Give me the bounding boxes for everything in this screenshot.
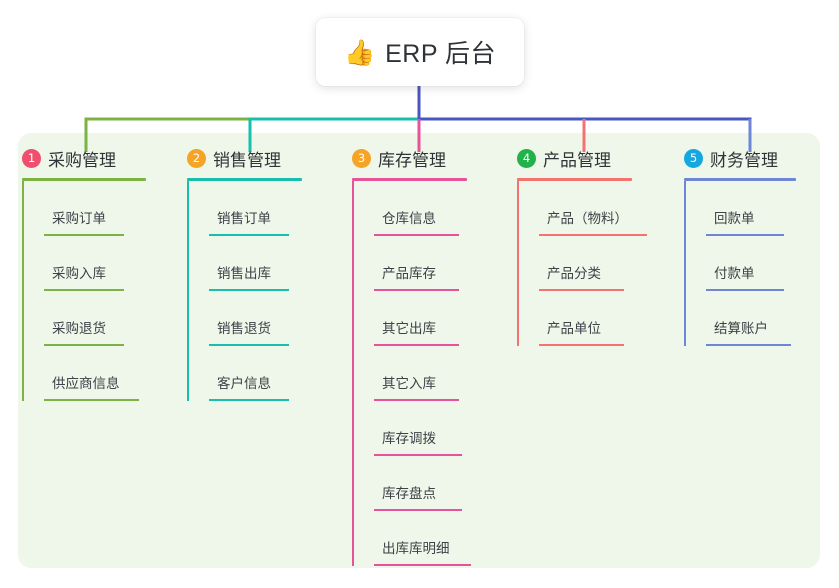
leaf-spine-2 — [187, 181, 189, 401]
root-node-title: ERP 后台 — [385, 40, 497, 68]
leaf-underline — [374, 289, 459, 291]
leaf-underline — [374, 234, 459, 236]
leaf-label: 产品单位 — [547, 321, 601, 336]
leaf-underline — [374, 399, 459, 401]
leaf-underline — [209, 399, 289, 401]
leaf-underline — [209, 344, 289, 346]
thumbs-up-icon: 👍 — [343, 37, 376, 67]
leaf-label: 销售出库 — [217, 266, 271, 281]
leaf-spine-1 — [22, 181, 24, 401]
leaf-underline — [706, 234, 784, 236]
leaf-label: 回款单 — [714, 211, 755, 226]
leaf-underline — [44, 289, 124, 291]
leaf-label: 采购订单 — [52, 211, 106, 226]
branch-badge-4: 4 — [517, 148, 536, 168]
leaf-underline — [209, 289, 289, 291]
leaf-underline — [706, 289, 784, 291]
leaf-underline — [44, 399, 139, 401]
branch-badge-1: 1 — [22, 148, 41, 168]
branch-title-1: 采购管理 — [48, 150, 116, 170]
leaf-label: 其它出库 — [382, 321, 436, 336]
leaf-underline — [374, 509, 462, 511]
branch-header-4[interactable]: 4 产品管理 — [517, 145, 611, 171]
branch-header-3[interactable]: 3 库存管理 — [352, 145, 446, 171]
branch-column-4: 4 产品管理产品（物料） 产品分类产品单位 — [517, 145, 647, 346]
branch-column-5: 5 财务管理回款单付款单结算账户 — [684, 145, 796, 346]
root-node[interactable]: 👍 ERP 后台 — [316, 18, 524, 86]
leaf-label: 产品分类 — [547, 266, 601, 281]
branch-column-1: 1 采购管理采购订单采购入库采购退货供应商信息 — [22, 145, 146, 401]
leaf-label: 供应商信息 — [52, 376, 120, 391]
leaf-label: 库存盘点 — [382, 486, 436, 501]
leaf-label: 销售退货 — [217, 321, 271, 336]
branch-header-5[interactable]: 5 财务管理 — [684, 145, 778, 171]
leaf-underline — [374, 454, 462, 456]
leaf-underline — [374, 344, 459, 346]
leaf-underline — [44, 234, 124, 236]
branch-underline-5 — [684, 178, 796, 181]
diagram-panel — [18, 133, 820, 568]
leaf-label: 产品（物料） — [547, 211, 628, 226]
leaf-label: 仓库信息 — [382, 211, 436, 226]
leaf-spine-4 — [517, 181, 519, 346]
leaf-label: 付款单 — [714, 266, 755, 281]
leaf-label: 其它入库 — [382, 376, 436, 391]
branch-title-2: 销售管理 — [213, 150, 281, 170]
leaf-underline — [706, 344, 791, 346]
leaf-label: 采购退货 — [52, 321, 106, 336]
leaf-label: 销售订单 — [217, 211, 271, 226]
branch-title-4: 产品管理 — [543, 150, 611, 170]
branch-header-1[interactable]: 1 采购管理 — [22, 145, 116, 171]
leaf-underline — [209, 234, 289, 236]
leaf-label: 库存调拨 — [382, 431, 436, 446]
leaf-label: 客户信息 — [217, 376, 271, 391]
branch-title-5: 财务管理 — [710, 150, 778, 170]
branch-header-2[interactable]: 2 销售管理 — [187, 145, 281, 171]
branch-underline-2 — [187, 178, 302, 181]
leaf-label: 产品库存 — [382, 266, 436, 281]
branch-badge-3: 3 — [352, 148, 371, 168]
leaf-spine-5 — [684, 181, 686, 346]
leaf-label: 出库库明细 — [382, 541, 450, 556]
branch-column-2: 2 销售管理销售订单销售出库销售退货客户信息 — [187, 145, 302, 401]
leaf-underline — [44, 344, 124, 346]
leaf-underline — [374, 564, 471, 566]
leaf-label: 结算账户 — [714, 321, 768, 336]
leaf-underline — [539, 234, 647, 236]
leaf-underline — [539, 289, 624, 291]
branch-underline-4 — [517, 178, 632, 181]
branch-column-3: 3 库存管理仓库信息产品库存其它出库其它入库库存调拨库存盘点出库库明细 — [352, 145, 471, 566]
branch-underline-1 — [22, 178, 146, 181]
branch-badge-2: 2 — [187, 148, 206, 168]
leaf-label: 采购入库 — [52, 266, 106, 281]
branch-badge-5: 5 — [684, 148, 703, 168]
branch-underline-3 — [352, 178, 467, 181]
leaf-underline — [539, 344, 624, 346]
leaf-spine-3 — [352, 181, 354, 566]
branch-title-3: 库存管理 — [378, 150, 446, 170]
